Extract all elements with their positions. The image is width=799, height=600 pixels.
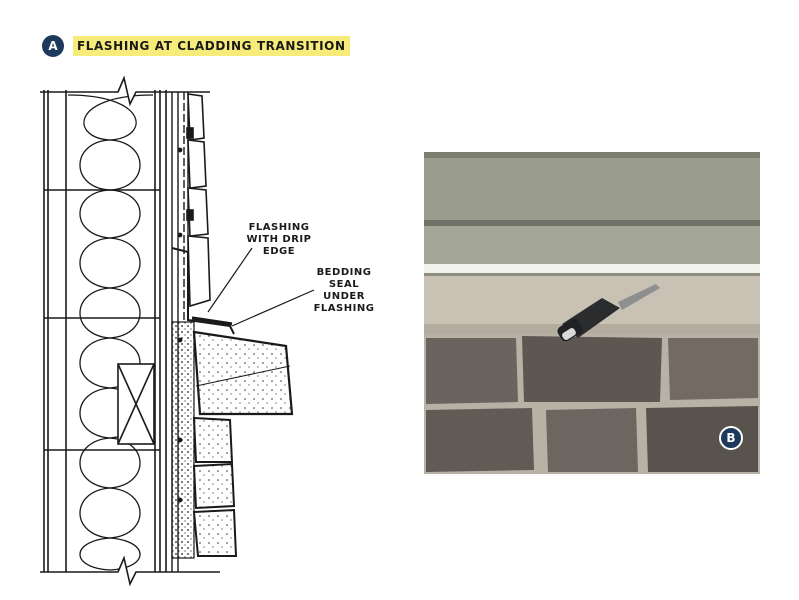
figure-b-badge: B	[719, 426, 743, 450]
lap-siding	[186, 93, 211, 308]
stone-sill	[192, 330, 294, 416]
stone-veneer	[192, 416, 238, 557]
flashing	[171, 247, 235, 335]
callout-bedding-seal: BEDDING SEAL UNDER FLASHING	[308, 267, 380, 315]
insulation	[67, 94, 154, 571]
leader-lines	[207, 247, 315, 327]
figure-a-badge: A	[42, 35, 64, 57]
callout-flashing-line-3: EDGE	[262, 246, 296, 257]
callout-flashing-line-2: WITH DRIP	[246, 234, 312, 245]
callout-flashing: FLASHING WITH DRIP EDGE	[246, 222, 312, 258]
figure-title: FLASHING AT CLADDING TRANSITION	[73, 36, 350, 56]
callout-seal-line-4: FLASHING	[313, 303, 375, 314]
callout-flashing-line-1: FLASHING	[248, 222, 310, 233]
stud-block	[117, 363, 155, 445]
callout-seal-line-3: UNDER	[323, 291, 365, 302]
mortar-fill	[171, 321, 195, 559]
wall-framing	[43, 90, 167, 572]
break-lines	[40, 75, 220, 587]
site-photo-illustration	[424, 152, 760, 474]
callout-seal-line-1: BEDDING	[316, 267, 372, 278]
section-drawing	[40, 75, 315, 587]
site-photo	[424, 152, 760, 474]
callout-seal-line-2: SEAL	[328, 279, 360, 290]
ties	[177, 147, 183, 503]
